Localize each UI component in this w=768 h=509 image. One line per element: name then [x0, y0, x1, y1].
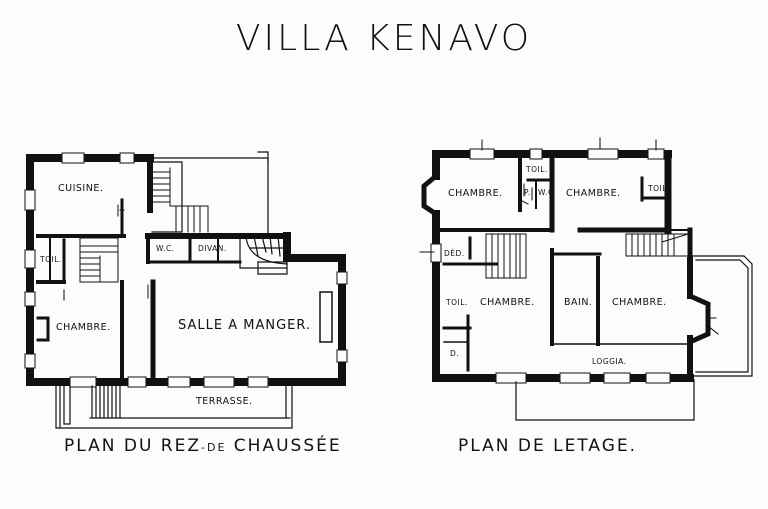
room-label-wc-upper: W.C — [538, 188, 554, 197]
room-label-loggia: LOGGIA. — [592, 357, 627, 366]
room-label-bedroom-sw: CHAMBRE. — [480, 297, 535, 308]
room-label-toilet-ne: TOIL. — [648, 184, 670, 193]
room-label-bedroom: CHAMBRE. — [56, 322, 111, 333]
room-label-ded: DÉD. — [444, 249, 465, 258]
ground-floor-caption-part-c: CHAUSSÉE — [233, 436, 342, 456]
room-label-toilet-sw: TOIL. — [446, 298, 468, 307]
ground-floor-caption: PLAN DU REZ-DE CHAUSSÉE — [64, 436, 342, 456]
room-label-terrace: TERRASSE. — [196, 396, 253, 407]
ground-floor-plan — [24, 151, 348, 429]
room-label-kitchen: CUISINE. — [58, 183, 104, 194]
room-label-divan: DIVAN. — [198, 244, 227, 253]
ground-floor-caption-part-b: -DE — [201, 441, 227, 454]
ground-floor-caption-part-a: PLAN DU REZ — [64, 436, 201, 456]
room-label-toilet: TOIL. — [40, 255, 62, 264]
room-label-d: D. — [450, 349, 460, 358]
room-label-dining: SALLE A MANGER. — [178, 318, 312, 333]
upper-floor-plan — [419, 137, 753, 421]
room-label-p: P. — [524, 188, 531, 197]
room-label-bedroom-se: CHAMBRE. — [612, 297, 667, 308]
room-label-bedroom-ne: CHAMBRE. — [566, 188, 621, 199]
room-label-toilet-top: TOIL. — [526, 165, 548, 174]
room-label-bedroom-nw: CHAMBRE. — [448, 188, 503, 199]
upper-floor-caption: PLAN DE LETAGE. — [458, 436, 638, 456]
room-label-bath: BAIN. — [564, 297, 593, 308]
room-label-wc: W.C. — [156, 244, 175, 253]
drawing-title: VILLA KENAVO — [235, 18, 533, 59]
